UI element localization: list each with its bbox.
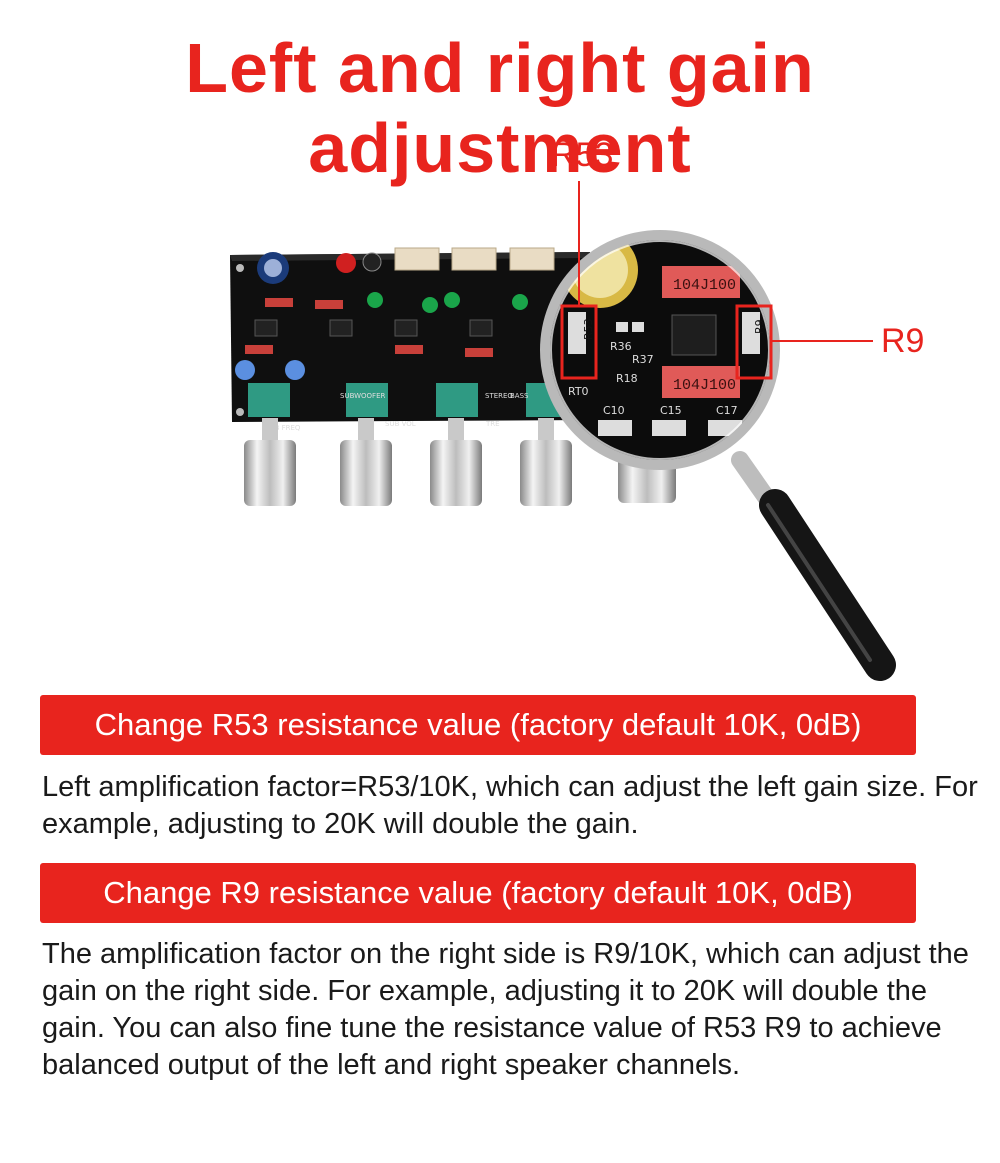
pcb-label: C15 <box>660 404 682 417</box>
pcb-label: R18 <box>616 372 638 385</box>
magnifier-lens: 104J100 104J100 R53 R36 R37 R18 RT0 R22 … <box>540 230 780 470</box>
resistor-code: 104J100 <box>673 277 736 294</box>
knob <box>430 418 482 506</box>
pcb-board: SUBWOOFER SUB FREQ SUB VOL STEREO TRE BA… <box>230 247 676 506</box>
r53-callout-label: R53 <box>551 136 614 174</box>
resistor-code: 104J100 <box>673 377 736 394</box>
pcb-label: R36 <box>610 340 632 353</box>
pcb-label-r53: R53 <box>582 318 595 340</box>
board-label: SUBWOOFER <box>340 392 386 400</box>
pcb-label: C10 <box>603 404 625 417</box>
page-title: Left and right gain adjustment <box>185 29 815 187</box>
knob <box>520 418 572 506</box>
board-label: TRE <box>485 420 500 428</box>
knob <box>340 418 392 506</box>
r9-callout-label: R9 <box>881 322 925 360</box>
board-label: BASS <box>510 392 529 400</box>
pcb-label: RT0 <box>568 385 589 398</box>
pcb-label: R22 <box>740 250 762 263</box>
r53-section-heading: Change R53 resistance value (factory def… <box>40 695 916 755</box>
board-label: STEREO <box>485 392 513 400</box>
magnifier-handle <box>731 451 896 681</box>
product-photo: SUBWOOFER SUB FREQ SUB VOL STEREO TRE BA… <box>230 181 896 681</box>
pcb-label-r9: R9 <box>753 319 766 334</box>
knob <box>244 418 296 506</box>
r9-section-heading: Change R9 resistance value (factory defa… <box>40 863 916 923</box>
r9-section-body: The amplification factor on the right si… <box>42 938 969 1081</box>
pcb-label: C17 <box>716 404 738 417</box>
board-label: SUB VOL <box>385 420 416 428</box>
board-label: SUB FREQ <box>265 424 301 432</box>
r53-section-body: Left amplification factor=R53/10K, which… <box>42 771 978 840</box>
pcb-label: R37 <box>632 353 654 366</box>
